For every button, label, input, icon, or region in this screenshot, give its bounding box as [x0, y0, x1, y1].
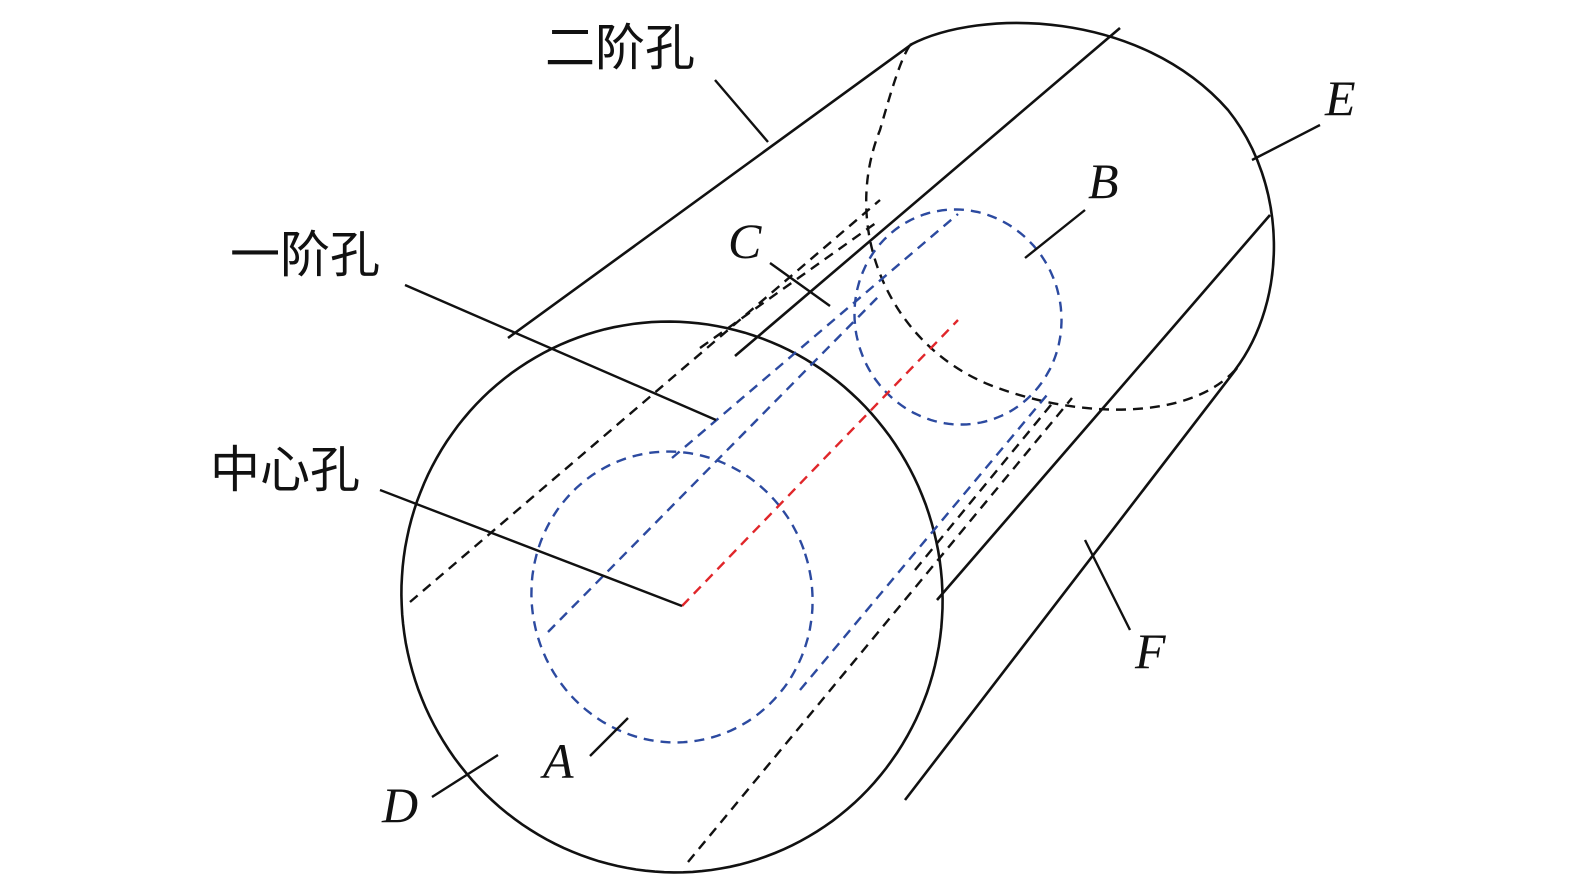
- label-first-hole: 一阶孔: [230, 227, 380, 283]
- first-hole-line-2: [799, 394, 1048, 691]
- second-hole-top-hidden: [409, 199, 881, 603]
- leader-E: [1251, 123, 1321, 162]
- leader-B: [1024, 209, 1086, 259]
- leader-center-hole: [379, 488, 683, 608]
- leader-F: [1083, 539, 1132, 631]
- label-A: A: [540, 733, 574, 789]
- label-D: D: [381, 777, 418, 833]
- first-hole-line-3: [671, 213, 959, 459]
- first-hole-back-B: [853, 208, 1063, 426]
- leader-C: [769, 262, 831, 307]
- cylinder-bottom-edge: [903, 367, 1239, 801]
- leader-A: [589, 717, 629, 757]
- second-hole-mid-hidden-2: [914, 399, 1056, 571]
- label-B: B: [1088, 153, 1119, 209]
- back-face-hidden-arc: [865, 44, 1236, 411]
- label-second-hole: 二阶孔: [545, 20, 695, 76]
- leader-second-hole: [714, 79, 769, 143]
- label-C: C: [728, 213, 762, 269]
- first-hole-line-1: [547, 294, 881, 633]
- leader-first-hole: [404, 283, 717, 422]
- second-hole-bottom-line: [936, 214, 1271, 601]
- cylinder-top-edge: [507, 42, 913, 340]
- center-hole-axis: [681, 319, 959, 607]
- label-F: F: [1134, 623, 1166, 679]
- label-center-hole: 中心孔: [210, 442, 360, 498]
- second-hole-mid-hidden-1: [699, 219, 881, 349]
- leader-D: [431, 753, 499, 799]
- front-face-D: [400, 320, 944, 874]
- label-E: E: [1324, 70, 1356, 126]
- first-hole-front-A: [530, 450, 814, 744]
- back-face-visible-arc: [909, 21, 1276, 371]
- second-hole-bottom-hidden: [687, 397, 1073, 863]
- second-hole-top-line: [734, 27, 1121, 357]
